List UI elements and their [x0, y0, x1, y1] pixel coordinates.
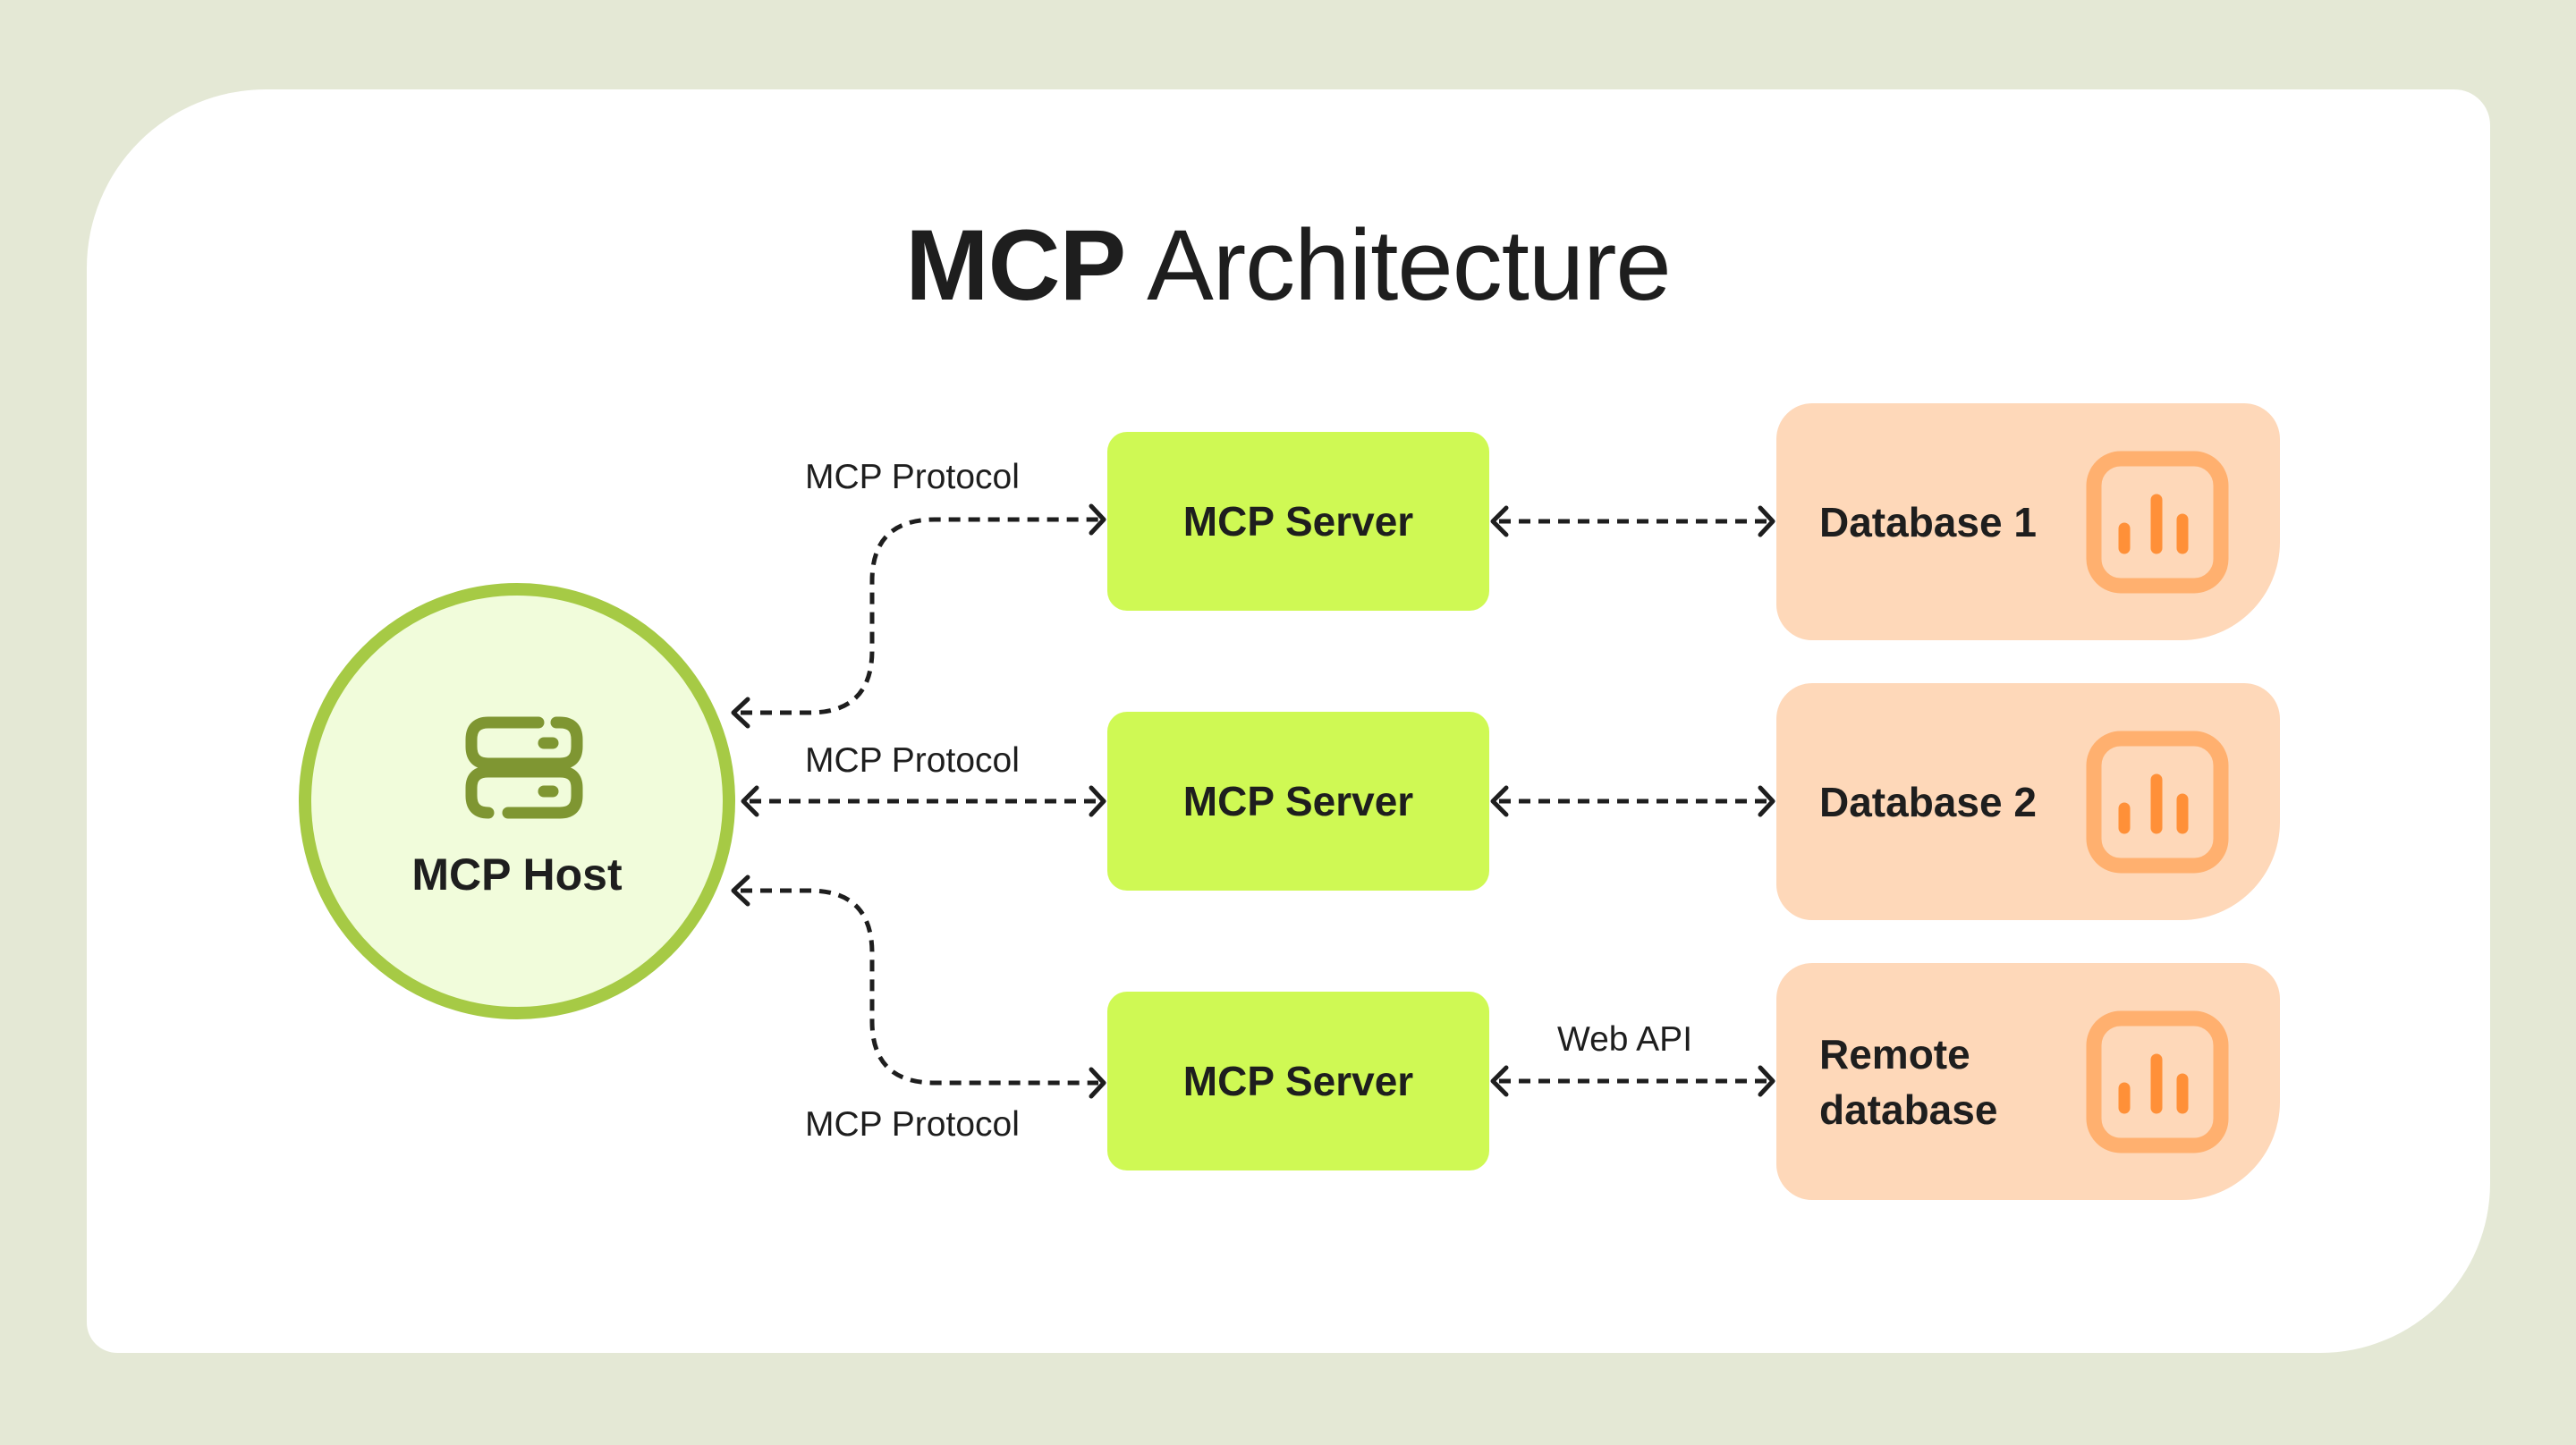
- remote-database[interactable]: Remote database: [1776, 963, 2280, 1200]
- connector-server-1-database-1: [1490, 505, 1775, 537]
- arrowhead-right: [1089, 785, 1106, 817]
- database-2[interactable]: Database 2: [1776, 683, 2280, 920]
- mcp-server-3[interactable]: MCP Server: [1107, 992, 1489, 1170]
- bar-chart-icon: [2086, 731, 2229, 873]
- arrowhead-right: [1089, 503, 1106, 536]
- database-label: Database 2: [1819, 778, 2037, 825]
- arrowhead-left: [731, 697, 750, 729]
- connector-host-server-3: [731, 875, 1106, 1099]
- arrowhead-right: [1758, 785, 1775, 817]
- bar-chart-icon: [2086, 451, 2229, 593]
- title-bold: MCP: [905, 209, 1126, 321]
- mcp-server-label: MCP Server: [1182, 1058, 1414, 1104]
- diagram-title: MCP Architecture: [0, 207, 2576, 324]
- arrowhead-left: [1490, 785, 1509, 817]
- connector-server-2-database-2: [1490, 785, 1775, 817]
- arrowhead-right: [1758, 505, 1775, 537]
- mcp-server-label: MCP Server: [1182, 498, 1414, 545]
- connector-host-server-1: [731, 503, 1106, 729]
- mcp-host-label: MCP Host: [411, 849, 623, 900]
- arrowhead-right: [1758, 1065, 1775, 1097]
- connector-server-3-remote-database: [1490, 1065, 1775, 1097]
- database-label: Database 1: [1819, 498, 2037, 545]
- database-label: Remote database: [1819, 1030, 1998, 1133]
- mcp-server-1[interactable]: MCP Server: [1107, 432, 1489, 611]
- edge-label-host-server-1: MCP Protocol: [805, 458, 1020, 496]
- edge-label-host-server-3: MCP Protocol: [805, 1105, 1020, 1144]
- arrowhead-right: [1089, 1067, 1106, 1099]
- title-light: Architecture: [1147, 209, 1672, 321]
- arrowhead-left: [731, 875, 750, 907]
- edge-label-host-server-2: MCP Protocol: [805, 741, 1020, 780]
- connector-host-server-2: [741, 785, 1106, 817]
- server-stack-icon: [465, 716, 583, 819]
- mcp-server-2[interactable]: MCP Server: [1107, 712, 1489, 891]
- arrowhead-left: [1490, 505, 1509, 537]
- arrowhead-left: [741, 785, 759, 817]
- mcp-host-node[interactable]: MCP Host: [299, 583, 735, 1019]
- bar-chart-icon: [2086, 1010, 2229, 1153]
- edge-label-web-api: Web API: [1557, 1020, 1693, 1059]
- arrowhead-left: [1490, 1065, 1509, 1097]
- database-1[interactable]: Database 1: [1776, 403, 2280, 640]
- mcp-server-label: MCP Server: [1182, 778, 1414, 824]
